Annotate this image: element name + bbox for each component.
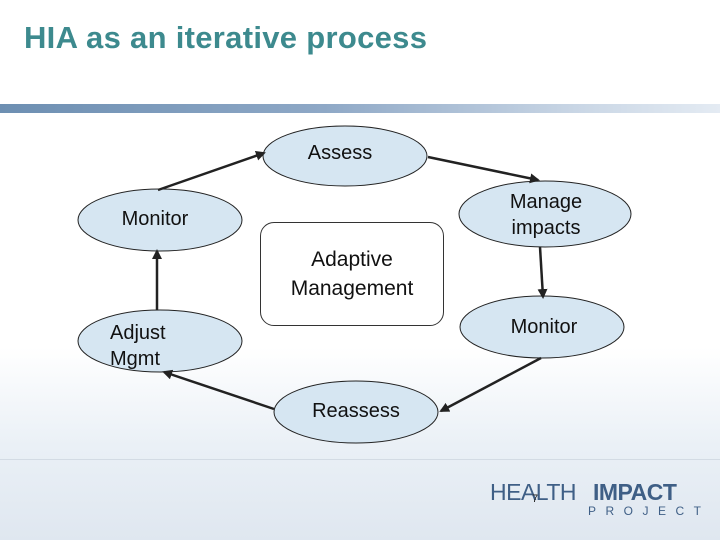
arrow-assess-to-manage — [427, 155, 540, 184]
node-monitor-left: Monitor — [95, 204, 215, 234]
slide-title: HIA as an iterative process — [24, 20, 428, 55]
arrow-manage-to-monitor — [537, 246, 548, 299]
arrow-monitor-to-reassess — [439, 356, 542, 413]
adaptive-management-box: Adaptive Management — [260, 222, 444, 326]
node-monitor-right-label: Monitor — [510, 316, 578, 338]
node-assess: Assess — [280, 138, 400, 168]
node-reassess-label: Reassess — [312, 400, 400, 422]
node-adjust-mgmt-label: Adjust Mgmt — [110, 322, 166, 370]
node-adjust-mgmt-shape — [77, 309, 243, 373]
adaptive-management-label: Adaptive Management — [290, 248, 414, 300]
title-divider — [0, 104, 720, 113]
arrow-monitor-to-assess — [157, 150, 266, 192]
node-reassess-shape — [273, 380, 439, 444]
node-manage-impacts-shape — [458, 180, 632, 248]
node-reassess: Reassess — [296, 396, 416, 426]
arrow-reassess-to-adjust — [162, 369, 275, 411]
logo-word-impact: IMPACT — [593, 479, 677, 505]
node-manage-impacts-label: Manage impacts — [509, 191, 583, 239]
page-number: 7 — [532, 493, 539, 505]
node-monitor-left-label: Monitor — [121, 208, 189, 230]
health-impact-project-logo: HEALTH IMPACT PROJECT — [490, 479, 701, 521]
logo-word-health: HEALTH — [490, 479, 577, 505]
logo-word-project: PROJECT — [588, 504, 711, 518]
node-manage-impacts: Manage impacts — [486, 188, 606, 242]
node-adjust-mgmt: Adjust Mgmt — [110, 320, 190, 372]
node-monitor-right: Monitor — [484, 312, 604, 342]
node-assess-label: Assess — [307, 142, 373, 164]
footer-divider — [0, 459, 720, 460]
